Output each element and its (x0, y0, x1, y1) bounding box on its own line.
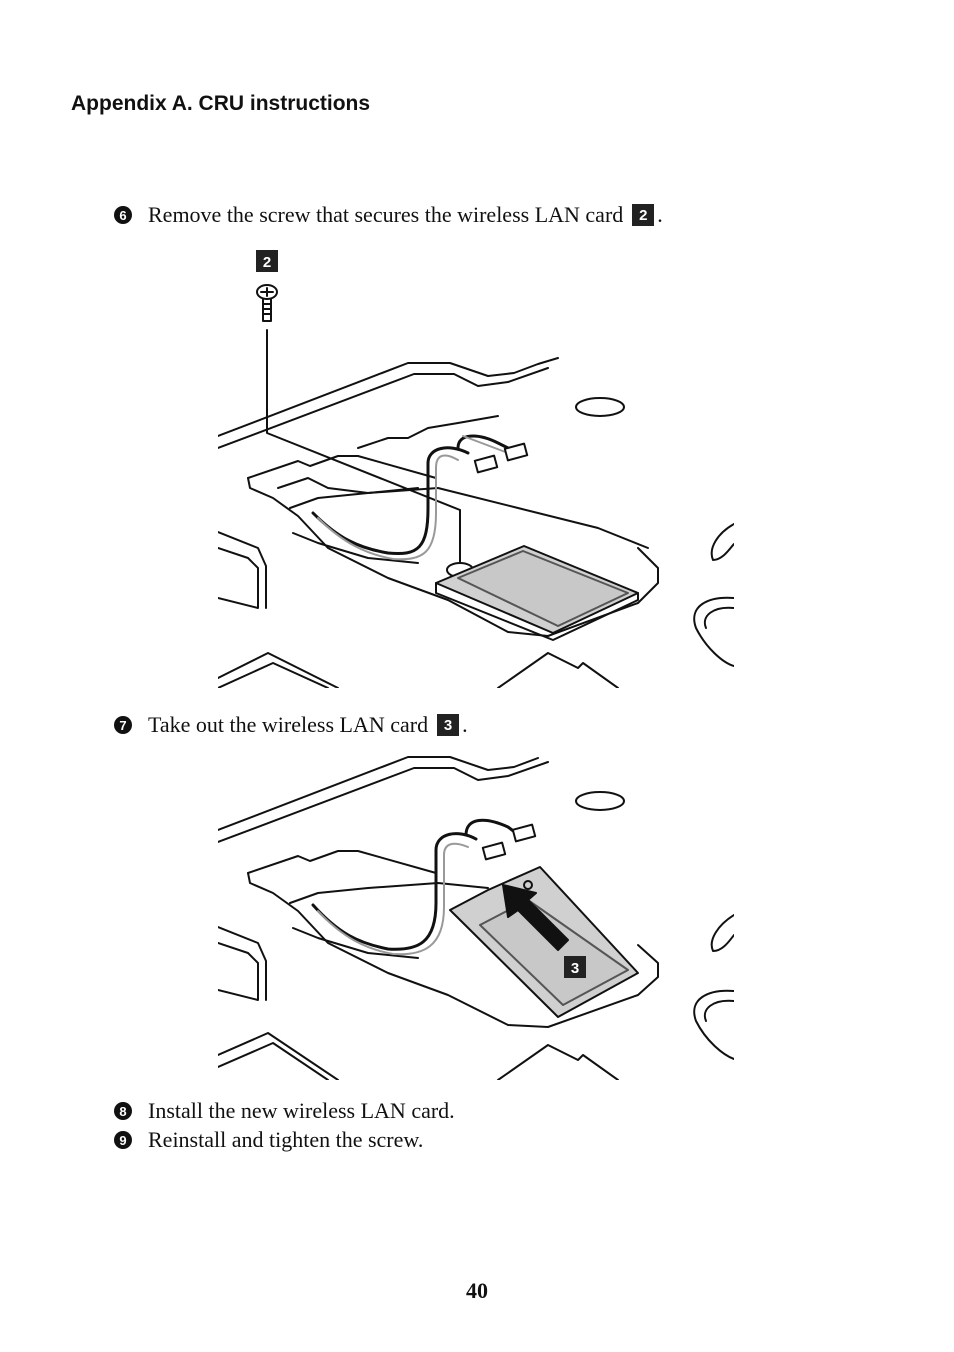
figure-remove-screw: 2 (218, 250, 734, 688)
screw-icon (256, 284, 278, 322)
step-9: 9 Reinstall and tighten the screw. (114, 1127, 423, 1153)
step-8-text: Install the new wireless LAN card. (148, 1098, 455, 1123)
step-number-7: 7 (114, 716, 132, 734)
step-7-text: Take out the wireless LAN card (148, 712, 429, 737)
figure-remove-card: 3 (218, 756, 734, 1080)
step-number-6: 6 (114, 206, 132, 224)
page-number: 40 (466, 1278, 488, 1303)
step-6: 6 Remove the screw that secures the wire… (114, 202, 663, 228)
arrow-up-icon (502, 884, 569, 951)
step-7-end: . (462, 712, 468, 737)
callout-2: 2 (632, 204, 655, 226)
step-number-9: 9 (114, 1131, 132, 1149)
callout-3: 3 (437, 714, 460, 736)
page-title: Appendix A. CRU instructions (71, 92, 371, 115)
step-6-text: Remove the screw that secures the wirele… (148, 202, 624, 227)
figure-callout-box (564, 956, 586, 978)
step-7: 7 Take out the wireless LAN card 3 . (114, 712, 468, 738)
step-9-text: Reinstall and tighten the screw. (148, 1127, 424, 1152)
step-8: 8 Install the new wireless LAN card. (114, 1098, 455, 1124)
step-6-end: . (657, 202, 663, 227)
figure-callout-box (256, 250, 278, 272)
figure1-callout-label: 2 (263, 254, 271, 271)
figure2-callout-label: 3 (571, 960, 579, 977)
step-number-8: 8 (114, 1102, 132, 1120)
